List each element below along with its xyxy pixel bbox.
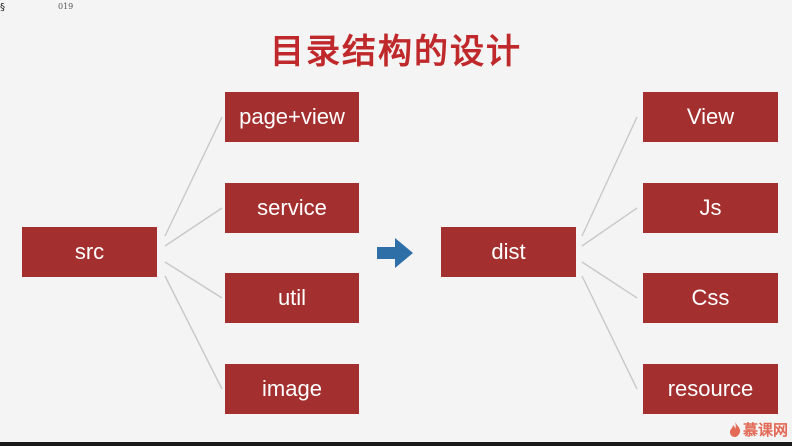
connector-dist-2 — [581, 261, 638, 299]
connector-src-3 — [164, 275, 223, 390]
dist-child-css: Css — [643, 273, 778, 323]
connector-dist-1 — [581, 207, 638, 247]
slide-title: 目录结构的设计 — [270, 32, 522, 72]
dist-child-view: View — [643, 92, 778, 142]
src-child-page-view: page+view — [225, 92, 359, 142]
connector-dist-0 — [581, 116, 638, 237]
dist-child-resource: resource — [643, 364, 778, 414]
connector-src-1 — [164, 207, 223, 247]
src-child-service: service — [225, 183, 359, 233]
connector-src-2 — [164, 261, 223, 299]
dist-node: dist — [441, 227, 576, 277]
watermark: 慕课网 — [729, 419, 788, 440]
dist-child-js: Js — [643, 183, 778, 233]
connector-src-0 — [164, 116, 223, 237]
flame-icon — [729, 422, 741, 437]
slide-counter: 019 — [58, 2, 74, 11]
bottom-bar — [0, 442, 792, 446]
src-child-image: image — [225, 364, 359, 414]
src-child-util: util — [225, 273, 359, 323]
right-arrow-icon — [377, 238, 413, 268]
watermark-text: 慕课网 — [742, 421, 788, 439]
src-node: src — [22, 227, 157, 277]
connector-dist-3 — [581, 275, 638, 390]
corner-mark: § — [0, 2, 5, 13]
